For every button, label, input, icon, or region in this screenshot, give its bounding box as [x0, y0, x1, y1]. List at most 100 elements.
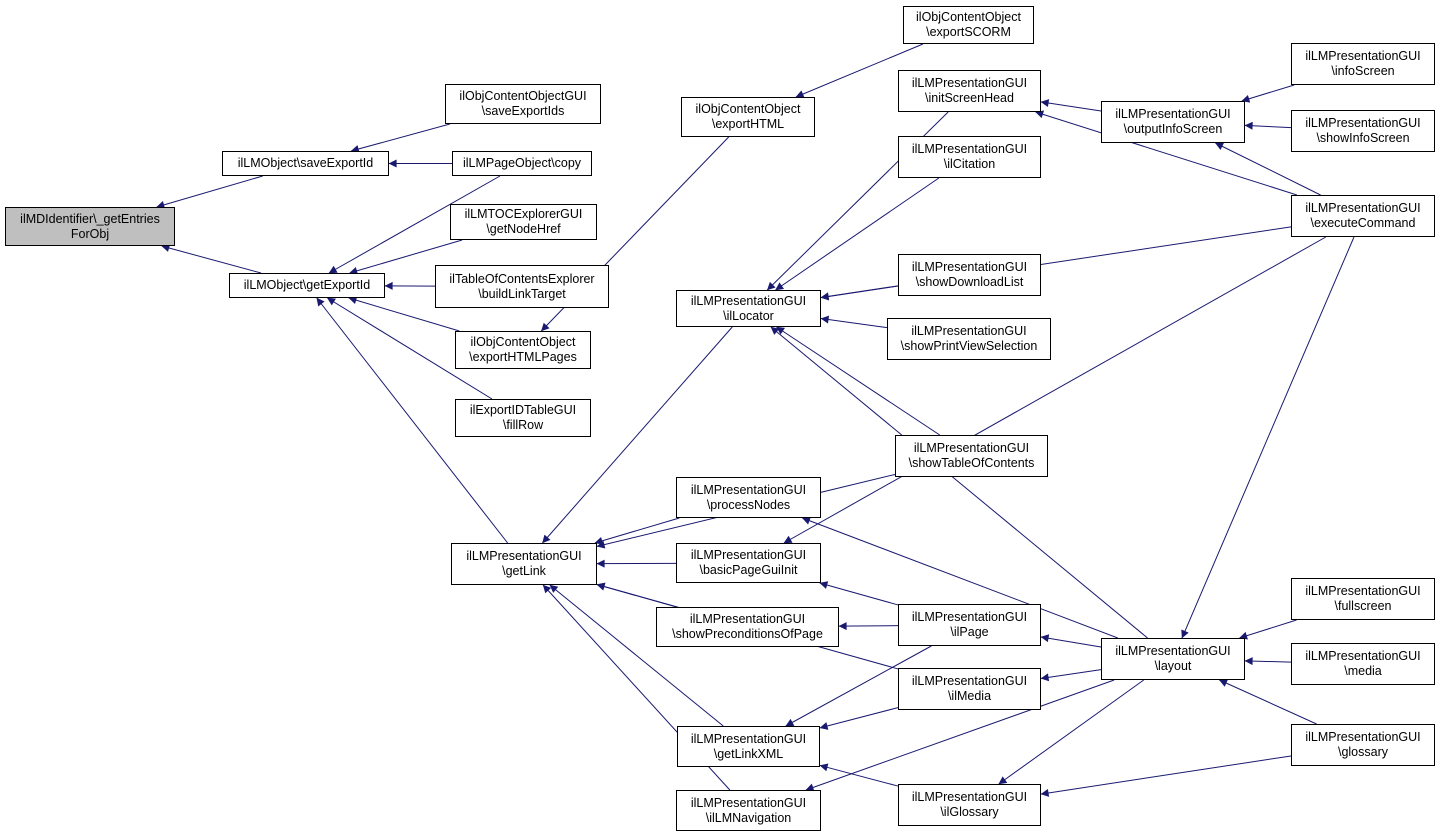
node-label-line: ilLMPresentationGUI — [690, 293, 807, 308]
node-label-line: \ilCitation — [943, 157, 996, 171]
node-label-line: ilLMObject\getExportId — [243, 278, 371, 292]
node-label-line: \showInfoScreen — [1316, 131, 1410, 145]
node-label-line: ilExportIDTableGUI — [469, 403, 577, 417]
node-label-line: \getNodeHref — [486, 222, 561, 236]
node-glossary[interactable]: ilLMPresentationGUI\glossary — [1291, 724, 1435, 766]
node-ilPage[interactable]: ilLMPresentationGUI\ilPage — [898, 604, 1041, 646]
node-label-line: \exportHTML — [711, 117, 785, 131]
edge-getLink-to-getExportId — [316, 297, 509, 544]
node-showDownloadList[interactable]: ilLMPresentationGUI\showDownloadList — [898, 254, 1041, 296]
node-label-line: ilObjContentObject — [470, 335, 576, 349]
edge-layout-to-ilMedia — [1040, 669, 1102, 682]
node-label-line: \basicPageGuiInit — [699, 563, 798, 577]
edge-executeCommand-to-layout — [1181, 236, 1355, 639]
edge-executeCommand-to-basicPageGuiInit — [783, 236, 1327, 544]
node-ilMedia[interactable]: ilLMPresentationGUI\ilMedia — [898, 668, 1041, 710]
node-label-line: ilLMPresentationGUI — [1305, 116, 1421, 130]
node-getLink[interactable]: ilLMPresentationGUI\getLink — [451, 543, 597, 585]
node-label-line: ilObjContentObject — [695, 102, 801, 116]
node-fillRow[interactable]: ilExportIDTableGUI\fillRow — [455, 399, 591, 437]
node-label-line: ilLMPresentationGUI — [911, 790, 1028, 804]
node-label-line: ilLMPresentationGUI — [911, 674, 1028, 688]
node-ilLMNavigation[interactable]: ilLMPresentationGUI\ilLMNavigation — [676, 790, 821, 831]
edge-saveExportIds-to-saveExportId — [350, 123, 451, 153]
node-label-line: ilLMPresentationGUI — [911, 260, 1028, 274]
node-showPrintViewSelection[interactable]: ilLMPresentationGUI\showPrintViewSelecti… — [887, 318, 1051, 360]
node-label-line: \exportSCORM — [926, 25, 1011, 39]
node-label-line: \fullscreen — [1334, 599, 1392, 613]
node-label-line: \getLink — [502, 564, 546, 578]
node-getNodeHref[interactable]: ilLMTOCExplorerGUI\getNodeHref — [450, 204, 597, 240]
node-processNodes[interactable]: ilLMPresentationGUI\processNodes — [676, 477, 821, 518]
node-showInfoScreen[interactable]: ilLMPresentationGUI\showInfoScreen — [1291, 110, 1435, 152]
node-label-line: \infoScreen — [1331, 64, 1395, 78]
node-label-line: ilLMPresentationGUI — [689, 612, 806, 626]
node-label-line: ilLMPresentationGUI — [466, 549, 582, 563]
node-fullscreen[interactable]: ilLMPresentationGUI\fullscreen — [1291, 578, 1435, 620]
node-exportHTMLPages[interactable]: ilObjContentObject\exportHTMLPages — [455, 331, 591, 369]
node-ilLocator[interactable]: ilLMPresentationGUI\ilLocator — [676, 290, 821, 327]
node-label-line: ilLMTOCExplorerGUI — [464, 207, 583, 221]
node-showPreconditionsOfPage[interactable]: ilLMPresentationGUI\showPreconditionsOfP… — [656, 607, 839, 647]
edge-copy-to-getExportId — [328, 175, 501, 274]
edge-fillRow-to-getExportId — [327, 297, 493, 400]
edge-showDownloadList-to-ilLocator — [820, 285, 899, 301]
node-infoScreen[interactable]: ilLMPresentationGUI\infoScreen — [1291, 43, 1435, 85]
node-label-line: ilObjContentObject — [916, 10, 1021, 24]
node-executeCommand[interactable]: ilLMPresentationGUI\executeCommand — [1291, 195, 1435, 237]
edge-ilCitation-to-ilLocator — [775, 177, 940, 291]
node-label-line: ilLMPresentationGUI — [1305, 201, 1421, 215]
node-ilCitation[interactable]: ilLMPresentationGUI\ilCitation — [898, 136, 1041, 178]
edge-glossary-to-layout — [1219, 679, 1317, 725]
node-label-line: ilLMPresentationGUI — [913, 441, 1030, 455]
node-copy[interactable]: ilLMPageObject\copy — [452, 151, 592, 176]
node-layout[interactable]: ilLMPresentationGUI\layout — [1101, 638, 1245, 680]
node-saveExportIds[interactable]: ilObjContentObjectGUI\saveExportIds — [445, 84, 601, 124]
node-showTableOfContents[interactable]: ilLMPresentationGUI\showTableOfContents — [895, 435, 1048, 477]
node-media[interactable]: ilLMPresentationGUI\media — [1291, 643, 1435, 685]
node-label-line: ilLMPresentationGUI — [1115, 107, 1231, 121]
edge-executeCommand-to-initScreenHead — [1035, 110, 1298, 196]
node-label-line: \showPreconditionsOfPage — [672, 627, 823, 641]
node-getExportId[interactable]: ilLMObject\getExportId — [229, 273, 385, 298]
node-label-line: ilLMPresentationGUI — [690, 548, 807, 562]
node-exportHTML[interactable]: ilObjContentObject\exportHTML — [681, 97, 815, 137]
node-label-line: ilTableOfContentsExplorer — [449, 271, 595, 286]
node-saveExportId[interactable]: ilLMObject\saveExportId — [222, 151, 389, 176]
node-label-line: \ilGlossary — [940, 805, 999, 819]
edge-infoScreen-to-outputInfoScreen — [1241, 84, 1295, 103]
node-label-line: \ilMedia — [947, 689, 992, 703]
node-basicPageGuiInit[interactable]: ilLMPresentationGUI\basicPageGuiInit — [676, 543, 821, 583]
node-label-line: ilLMPresentationGUI — [911, 610, 1028, 624]
node-exportSCORM[interactable]: ilObjContentObject\exportSCORM — [903, 6, 1034, 44]
edge-ilGlossary-to-getLinkXML — [819, 763, 899, 787]
node-label-line: ilLMPresentationGUI — [1305, 49, 1421, 63]
node-getLinkXML[interactable]: ilLMPresentationGUI\getLinkXML — [677, 726, 820, 767]
node-label-line: \showPrintViewSelection — [900, 339, 1038, 353]
node-label-line: \exportHTMLPages — [469, 350, 577, 364]
node-label-line: ilLMPresentationGUI — [690, 731, 807, 746]
node-label-line: \processNodes — [706, 497, 791, 512]
edge-layout-to-ilLMNavigation — [805, 679, 1115, 792]
edge-getNodeHref-to-getExportId — [349, 239, 463, 275]
node-outputInfoScreen[interactable]: ilLMPresentationGUI\outputInfoScreen — [1101, 101, 1245, 143]
edge-saveExportId-to-root — [156, 175, 263, 209]
node-initScreenHead[interactable]: ilLMPresentationGUI\initScreenHead — [898, 70, 1041, 112]
node-label-line: ilLMPresentationGUI — [1305, 730, 1421, 744]
edge-layout-to-ilPage — [1040, 634, 1102, 648]
edge-executeCommand-to-outputInfoScreen — [1215, 142, 1321, 196]
edge-ilPage-to-getLinkXML — [785, 645, 932, 727]
node-label-line: ilLMPresentationGUI — [1305, 584, 1421, 598]
node-buildLinkTarget[interactable]: ilTableOfContentsExplorer\buildLinkTarge… — [435, 265, 609, 308]
node-label-line: \ilLocator — [723, 308, 774, 323]
edge-exportSCORM-to-exportHTML — [795, 43, 924, 98]
edge-showPrintViewSelection-to-ilLocator — [820, 315, 888, 329]
node-ilGlossary[interactable]: ilLMPresentationGUI\ilGlossary — [898, 784, 1041, 826]
node-label-line: ilLMPresentationGUI — [1115, 644, 1231, 658]
node-label-line: ilLMPresentationGUI — [1305, 649, 1421, 663]
node-label-line: \buildLinkTarget — [478, 286, 566, 301]
edge-ilLocator-to-getLink — [542, 326, 733, 544]
edge-glossary-to-ilGlossary — [1040, 755, 1292, 797]
